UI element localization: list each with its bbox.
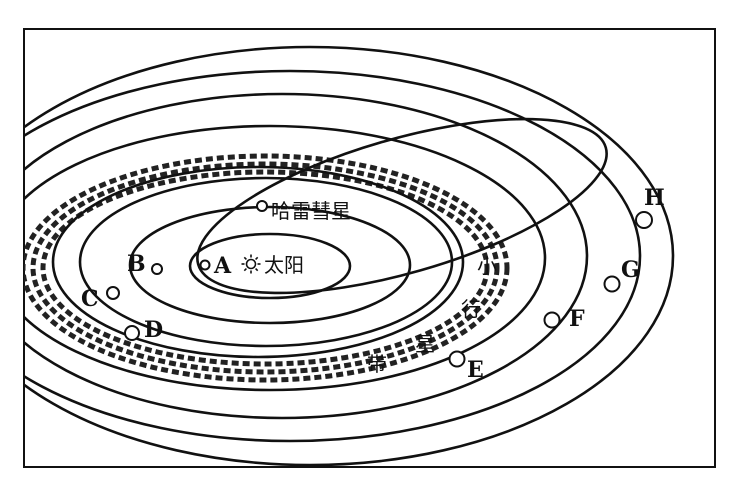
- belt-label-3: 星: [415, 332, 435, 356]
- belt-label-2: 行: [461, 297, 481, 321]
- orbit-c: [78, 176, 454, 348]
- planet-a: [199, 259, 211, 271]
- asteroid-belt-band-inner: [40, 169, 490, 367]
- planet-label-b: B: [127, 251, 146, 277]
- planet-label-f: F: [569, 306, 585, 332]
- sun-icon: [241, 254, 261, 274]
- planet-label-a: A: [213, 253, 232, 279]
- planet-d: [124, 325, 140, 341]
- planet-e: [448, 350, 466, 368]
- orbit-e: [24, 124, 547, 392]
- halley-comet-orbit: [196, 117, 608, 295]
- orbit-a: [188, 232, 352, 300]
- planet-g: [603, 275, 621, 293]
- planet-f: [543, 311, 561, 329]
- orbit-h: [24, 45, 675, 467]
- belt-label-1: 小: [477, 254, 497, 278]
- comet-label: 哈雷彗星: [271, 199, 351, 223]
- asteroid-belt-band-outer: [24, 153, 510, 383]
- asteroid-belt-band: [30, 161, 500, 375]
- orbit-g: [24, 69, 642, 443]
- planet-h: [635, 211, 653, 229]
- planet-b: [151, 263, 163, 275]
- orbit-f: [24, 92, 589, 420]
- sun-label: 太阳: [264, 253, 304, 277]
- orbit-d: [51, 165, 465, 359]
- belt-label-4: 带: [367, 352, 387, 376]
- planet-label-e: E: [467, 357, 484, 383]
- halley-comet: [256, 200, 268, 212]
- diagram-frame: [23, 28, 716, 468]
- planet-c: [106, 286, 120, 300]
- planet-label-g: G: [621, 257, 640, 283]
- planet-label-d: D: [144, 317, 163, 343]
- planet-label-h: H: [644, 185, 665, 211]
- orbit-b: [128, 205, 412, 325]
- planet-label-c: C: [81, 286, 99, 312]
